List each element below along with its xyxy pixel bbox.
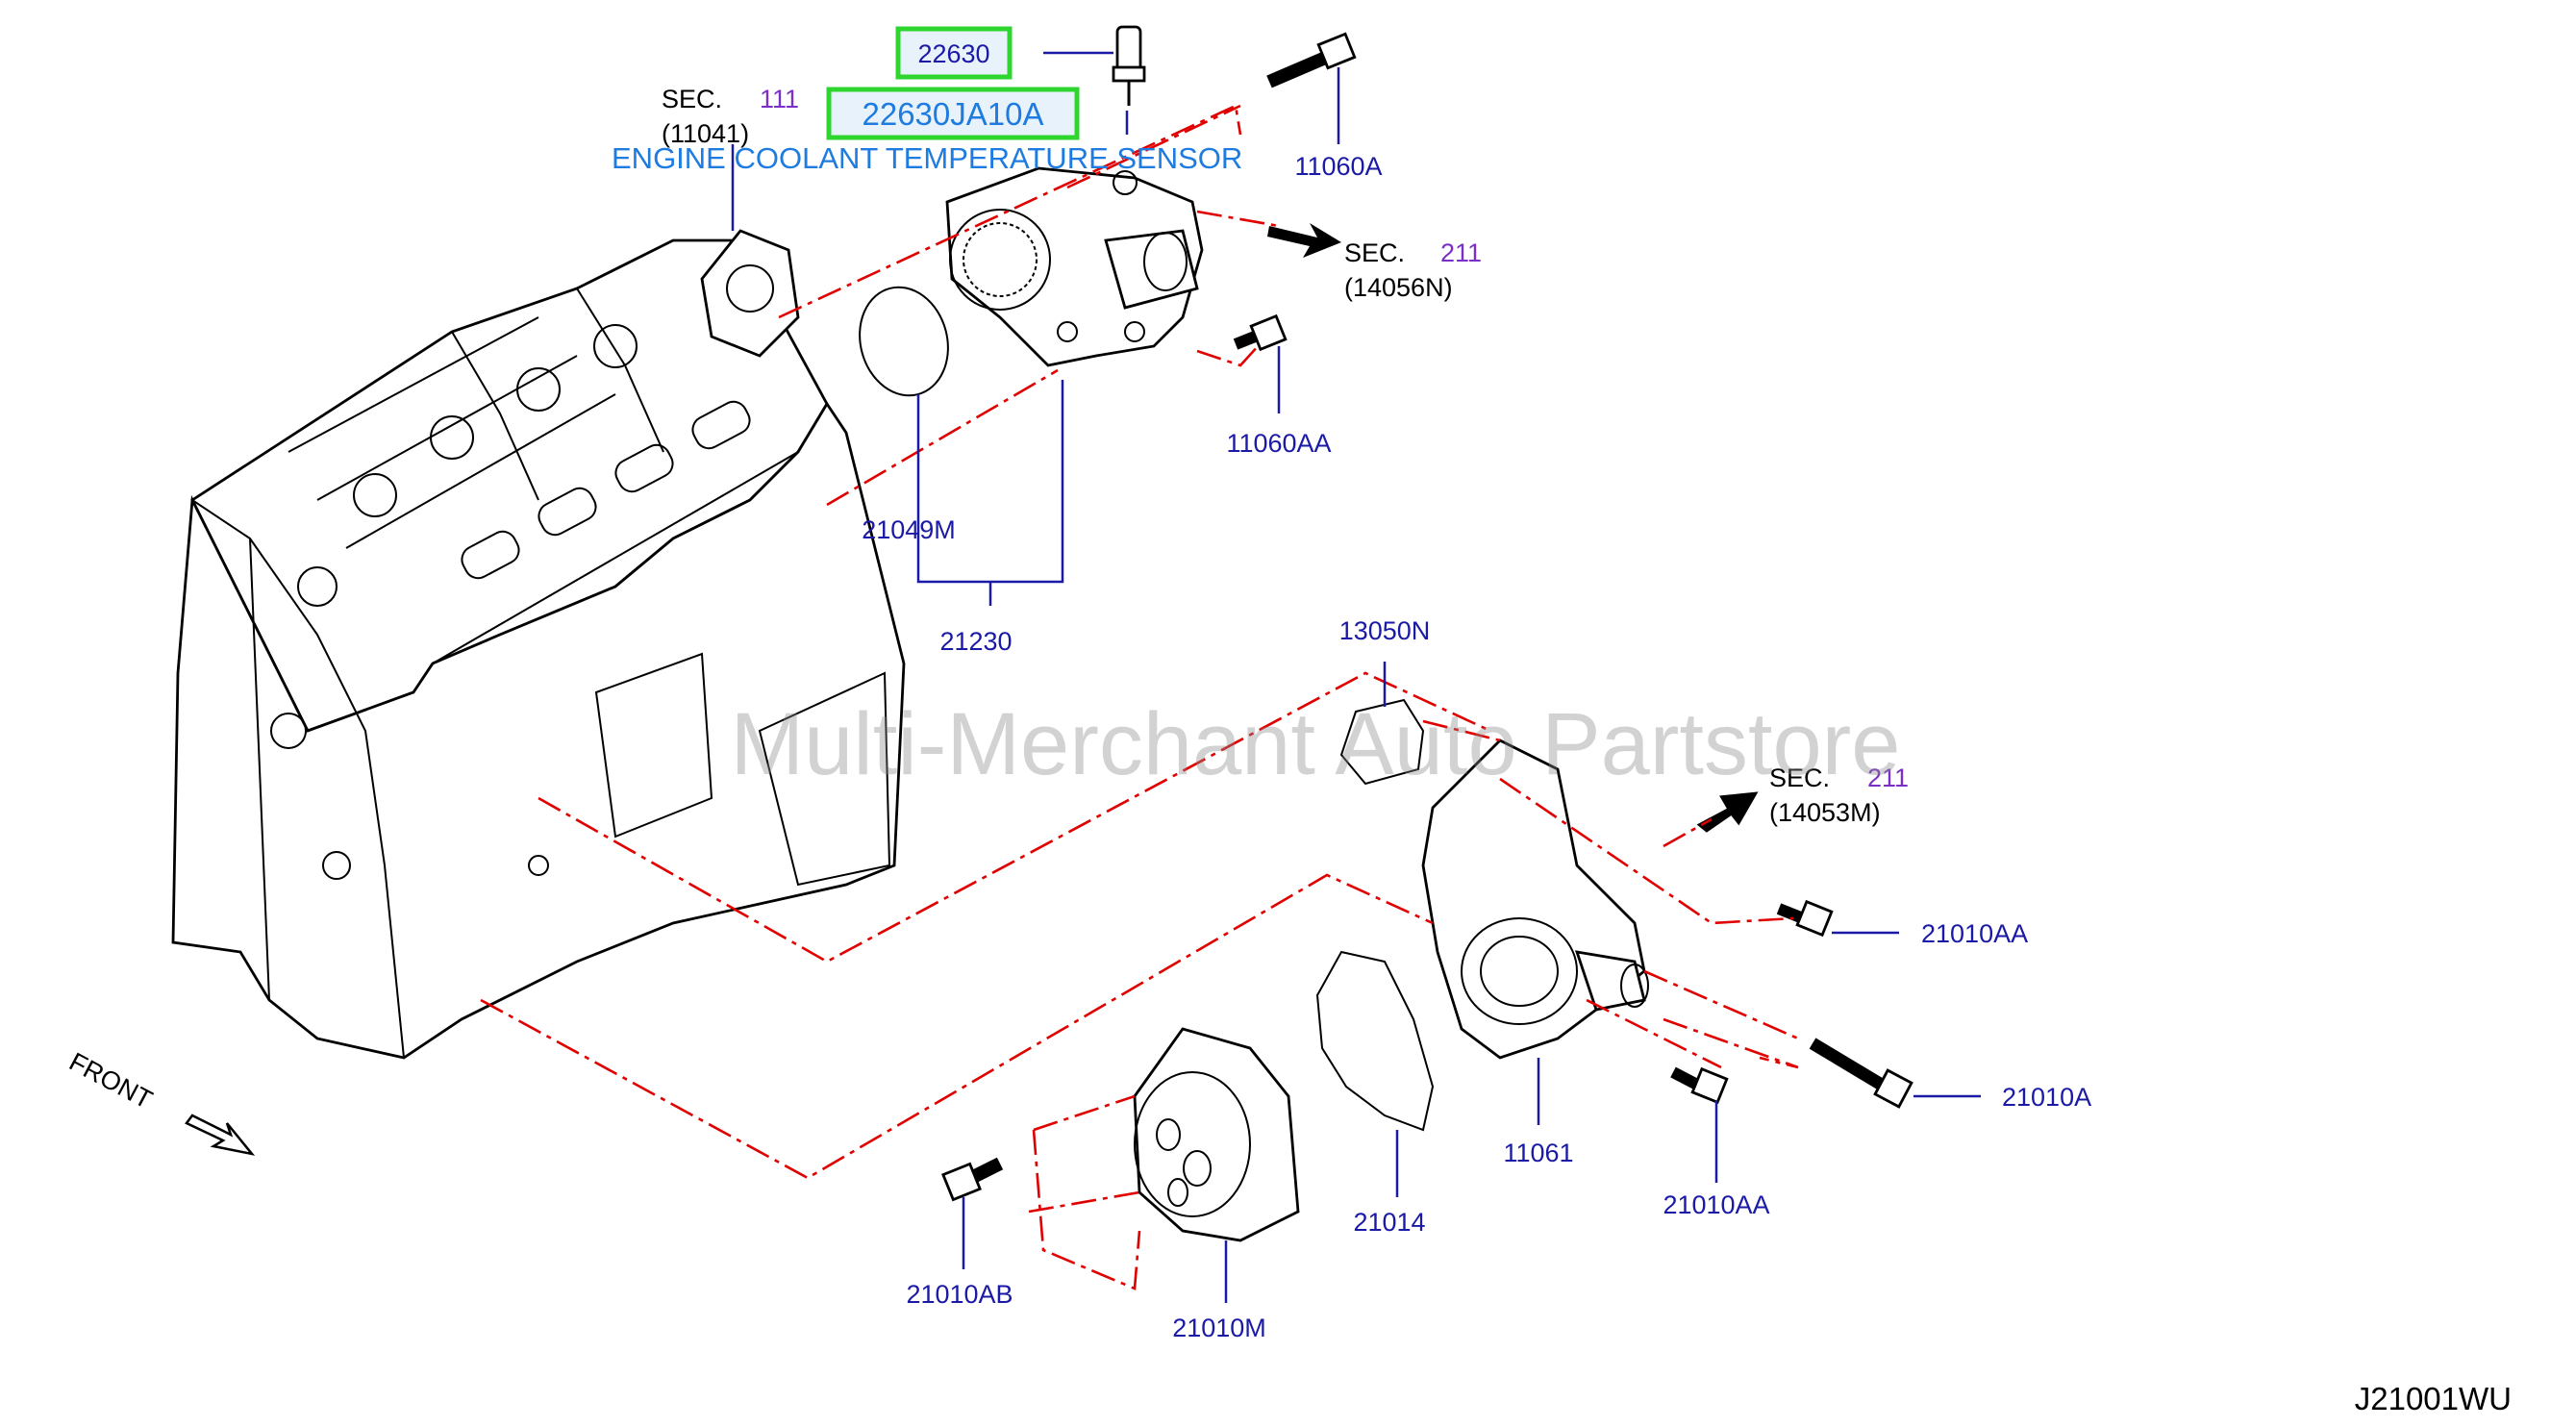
- engine-block-illustration: [171, 229, 906, 1060]
- part-label-11060AA[interactable]: 11060AA: [1226, 429, 1331, 458]
- gasket-21014-illustration: [1315, 950, 1435, 1132]
- water-inlet-housing-illustration: [1421, 739, 1649, 1060]
- part-label-21010A[interactable]: 21010A: [2002, 1083, 2091, 1112]
- watermark-text: Multi-Merchant Auto Partstore: [731, 695, 1901, 793]
- assembly-dash-lines: [480, 104, 1799, 1290]
- arrow-to-sec-211-lower: [1696, 791, 1759, 833]
- water-outlet-assembly-illustration: [945, 166, 1204, 367]
- section-ref-211-upper[interactable]: SEC. 211 (14056N): [1344, 238, 1482, 302]
- part-label-21010AA-upper[interactable]: 21010AA: [1921, 919, 2028, 948]
- bolt-21010AA-upper-illustration: [1776, 899, 1834, 938]
- part-label-11061[interactable]: 11061: [1503, 1139, 1573, 1167]
- part-label-13050N[interactable]: 13050N: [1339, 616, 1431, 645]
- front-label: FRONT: [64, 1047, 157, 1114]
- part-label-21010AA-lower[interactable]: 21010AA: [1663, 1190, 1769, 1219]
- sec-ref-211-lower-sub: (14053M): [1769, 798, 1881, 827]
- bolt-11060A-illustration: [1266, 32, 1357, 88]
- leader-lines: [731, 51, 1981, 1303]
- sec-ref-111-number: 111: [760, 85, 799, 113]
- part-label-21010M[interactable]: 21010M: [1172, 1314, 1266, 1342]
- diagram-code: J21001WU: [2355, 1381, 2512, 1416]
- part-label-21010AB[interactable]: 21010AB: [906, 1280, 1013, 1309]
- gasket-13050N-illustration: [1339, 698, 1425, 786]
- part-label-21049M[interactable]: 21049M: [862, 515, 956, 544]
- sec-ref-111-sub: (11041): [662, 119, 749, 148]
- bolt-21010A-illustration: [1809, 1038, 1913, 1109]
- o-ring-illustration: [859, 286, 949, 397]
- sec-ref-211-upper-number: 211: [1440, 238, 1482, 267]
- section-ref-211-lower[interactable]: SEC. 211 (14053M): [1769, 764, 1909, 827]
- part-label-21230[interactable]: 21230: [939, 627, 1012, 656]
- section-ref-111[interactable]: SEC. 111 (11041): [662, 85, 799, 148]
- highlight-part-number: 22630: [917, 39, 989, 68]
- highlight-oem-box[interactable]: 22630JA10A: [826, 87, 1080, 140]
- sec-ref-211-upper-sub: (14056N): [1344, 273, 1453, 302]
- bolt-21010AB-illustration: [941, 1157, 1004, 1202]
- highlight-description: ENGINE COOLANT TEMPERATURE SENSOR: [612, 141, 1242, 175]
- part-label-21014[interactable]: 21014: [1353, 1208, 1425, 1237]
- arrow-to-sec-211-upper: [1267, 223, 1341, 258]
- sec-ref-211-upper-label: SEC.: [1344, 238, 1405, 267]
- sec-ref-211-lower-label: SEC.: [1769, 764, 1830, 792]
- sec-ref-111-label: SEC.: [662, 85, 722, 113]
- highlight-part-box[interactable]: 22630: [895, 26, 1013, 80]
- oil-cooler-illustration: [1133, 1027, 1300, 1242]
- bolt-21010AA-lower-illustration: [1670, 1066, 1729, 1105]
- front-direction-arrow: [185, 1114, 256, 1156]
- part-label-11060A[interactable]: 11060A: [1294, 152, 1382, 181]
- sec-ref-211-lower-number: 211: [1867, 764, 1909, 792]
- bolt-11060AA-illustration: [1233, 313, 1288, 352]
- coolant-temp-sensor-illustration: [1112, 25, 1146, 106]
- highlight-oem-number: 22630JA10A: [863, 96, 1044, 132]
